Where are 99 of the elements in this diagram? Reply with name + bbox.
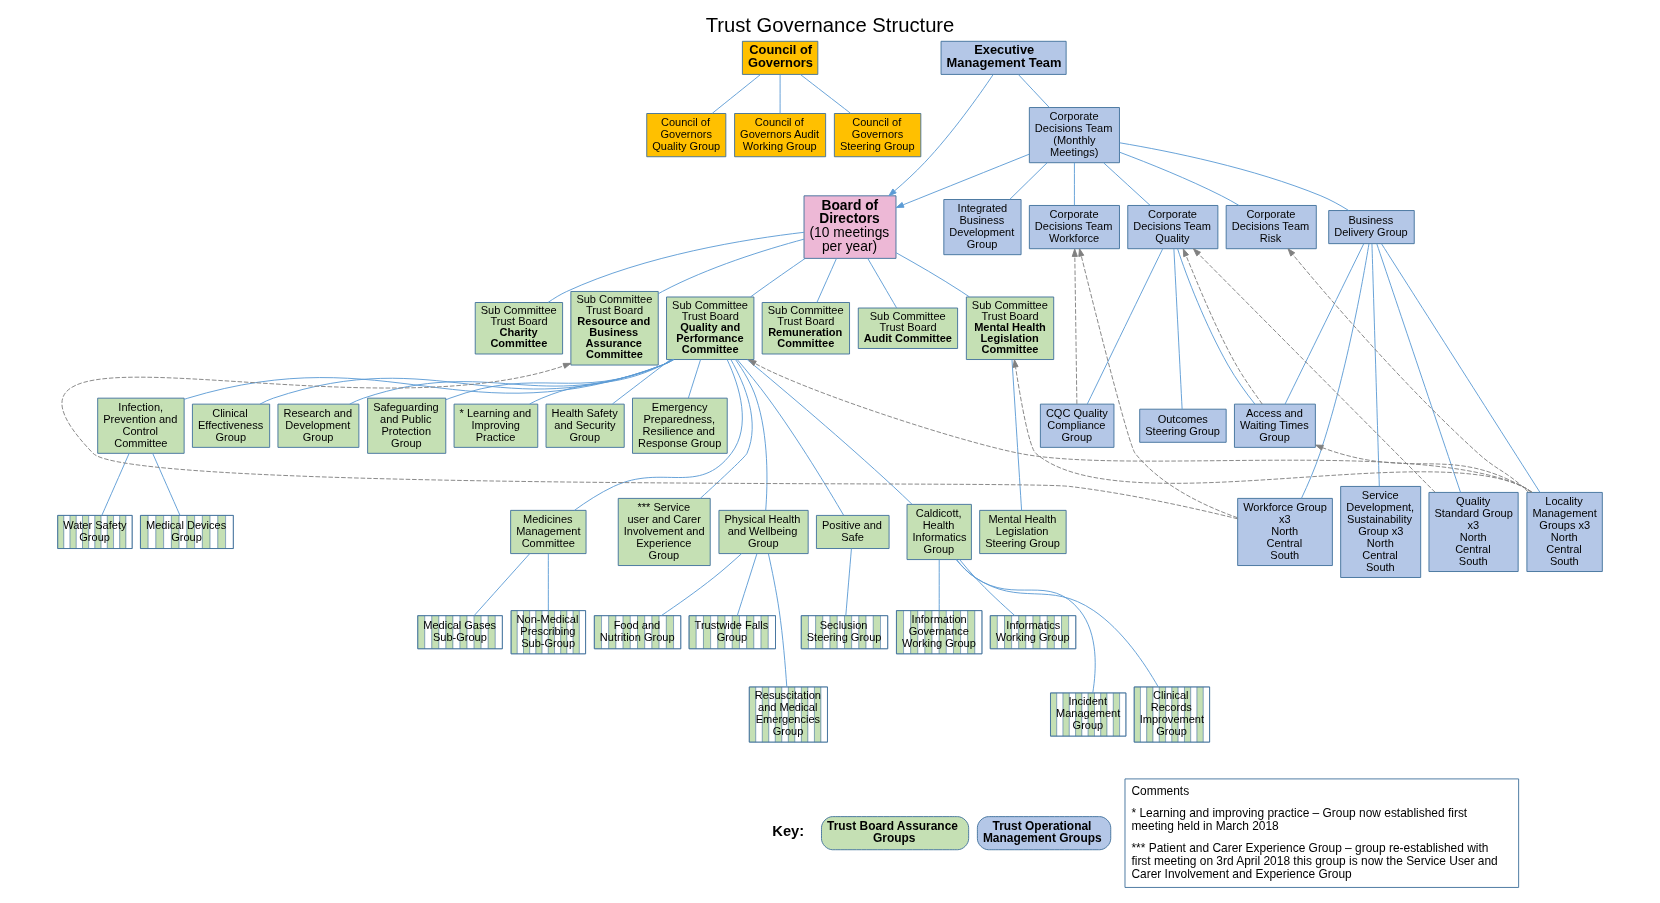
connector [736,359,844,516]
node-box: Mental Health Legislation Steering Group [979,509,1067,555]
label: * Learning and improving practice – Group now established first meeting held in March 2018 [1131,805,1468,833]
node-box: Corporate Decisions Team Quality [1127,205,1219,250]
connector [445,359,674,401]
node-box: Corporate Decisions Team (Monthly Meetings) [1028,107,1120,164]
label: Key: [772,822,805,839]
node-box: Sub Committee Trust Board Resource and Business Assurance Committee [570,291,659,366]
arrow [1012,359,1533,493]
connector [779,74,781,114]
arrow [888,74,994,197]
connector [699,359,753,499]
connector [547,231,805,303]
node-box: Sub Committee Trust Board Quality and Performance Committee [666,296,755,360]
connector [1301,243,1370,499]
connector [735,359,768,511]
connector [746,359,913,505]
node-box: * Learning and Improving Practice [453,403,539,448]
connector [611,359,671,405]
connector [867,258,898,309]
node-box: Caldicott, Health Informatics Group [906,503,972,561]
node-box: Locality Management Groups x3 North Central South [1526,491,1603,572]
node-box: Sub Committee Trust Board Audit Committee [857,307,959,349]
arrow [895,153,1030,209]
connector [574,359,743,511]
connector [711,74,761,114]
connector [1086,248,1164,405]
node-box: Council of Governors Steering Group [833,113,922,158]
label: *** Patient and Carer Experience Group – group re-established with first meeting on 3rd April 2018 this group is now the Service User and Carer Involvement and Experience Group [1131,840,1498,881]
connector [1173,248,1183,410]
node-box: Integrated Business Development Group [943,199,1022,256]
connector [1381,243,1541,493]
arrow [1315,444,1532,493]
node-box: Corporate Decisions Team Risk [1225,205,1317,250]
connector [259,359,675,405]
connector [1018,74,1050,108]
arrow [1071,248,1078,405]
node-box: Quality Standard Group x3 North Central South [1428,491,1519,572]
connector [547,553,549,611]
connector [1376,243,1461,493]
legend-label: Trust Board Assurance Groups [827,818,958,845]
node-box: CQC Quality Compliance Group [1039,403,1115,448]
node-box: Corporate Decisions Team Workforce [1028,205,1120,250]
connector [183,359,675,400]
node-box: Workforce Group x3 North Central South [1237,497,1333,566]
node-box: *** Service user and Carer Involvement and Experience Group [617,497,711,566]
arrow [62,362,1238,520]
connector [1371,243,1380,487]
connector [1119,142,1350,211]
node-box: Medicines Management Committee [510,509,587,555]
arrow [748,359,1533,493]
node-box: Council of Governors [741,40,819,75]
node-box: Infection, Prevention and Control Committee [97,397,185,454]
connector [473,553,531,617]
connector [657,238,805,295]
node-box: Positive and Safe [815,514,890,549]
connector [101,453,130,516]
connector [895,252,970,298]
connector [661,553,742,616]
node-box: Emergency Preparedness, Resilience and Response Group [632,397,728,454]
node-box: Sub Committee Trust Board Remuneration Committee [761,302,850,355]
node-box: Executive Management Team [940,40,1067,75]
arrow [1287,248,1529,493]
node-box: Physical Health and Wellbeing Group [718,509,809,555]
connector [750,258,806,298]
node-box: Clinical Effectiveness Group [191,403,271,448]
connector [152,453,181,516]
connector [938,559,940,611]
arrow [1078,248,1238,519]
node-box: Access and Waiting Times Group [1234,403,1316,448]
node-box: Business Delivery Group [1328,210,1415,245]
node-box: Council of Governors Quality Group [646,113,727,158]
node-box: Outcomes Steering Group [1139,408,1227,443]
node-box: Service Development, Sustainability Group x3 North Central South [1340,486,1422,578]
node-box: Board of Directors (10 meetings per year) [803,195,897,259]
node-box: Sub Committee Trust Board Charity Committee [474,302,564,355]
connector [349,359,674,405]
connector [687,359,701,399]
connector [816,258,837,303]
connector [1119,151,1240,206]
arrow [1193,248,1436,493]
connector [959,559,1016,616]
connector [736,553,758,617]
connector [1284,243,1365,405]
node-box: Council of Governors Audit Working Group [734,113,827,158]
label: Comments [1131,783,1190,798]
diagram-title: Trust Governance Structure [705,13,955,36]
connector [800,74,851,114]
connector [1011,359,1023,511]
node-box: Health Safety and Security Group [545,403,625,448]
node-box: Research and Development Group [277,403,360,448]
connector [1103,162,1151,206]
node-box: Sub Committee Trust Board Mental Health Legislation Committee [965,296,1055,360]
connector [1009,162,1048,200]
connector [1073,162,1075,206]
node-box: Safeguarding and Public Protection Group [367,397,447,454]
legend-label: Trust Operational Management Groups [982,818,1102,845]
connector [529,359,673,405]
connector [845,548,852,616]
